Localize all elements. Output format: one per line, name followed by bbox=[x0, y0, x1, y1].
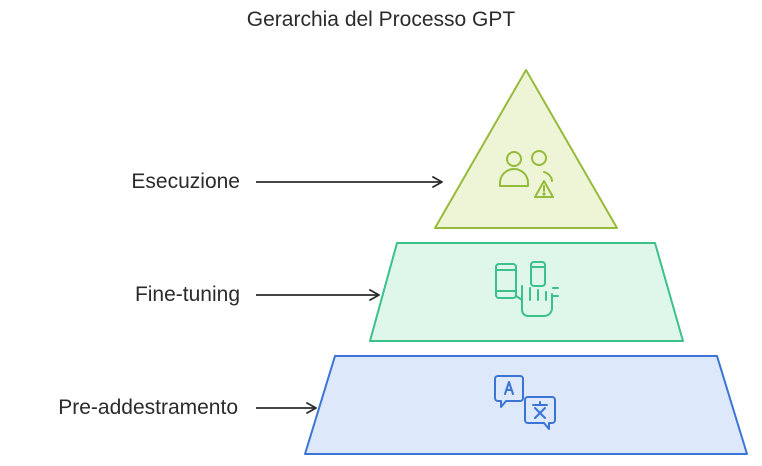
diagram-title: Gerarchia del Processo GPT bbox=[246, 8, 516, 31]
level-label-esecuzione: Esecuzione bbox=[131, 170, 240, 193]
level-label-fine-tuning: Fine-tuning bbox=[134, 283, 240, 306]
level-label-pre-addestramento: Pre-addestramento bbox=[58, 396, 238, 419]
translate-icon bbox=[494, 375, 556, 430]
pyramid-level-fine-tuning bbox=[369, 242, 684, 342]
devices-touch-icon bbox=[495, 261, 559, 317]
pyramid-level-esecuzione bbox=[434, 69, 618, 229]
users-warning-icon bbox=[499, 150, 554, 198]
